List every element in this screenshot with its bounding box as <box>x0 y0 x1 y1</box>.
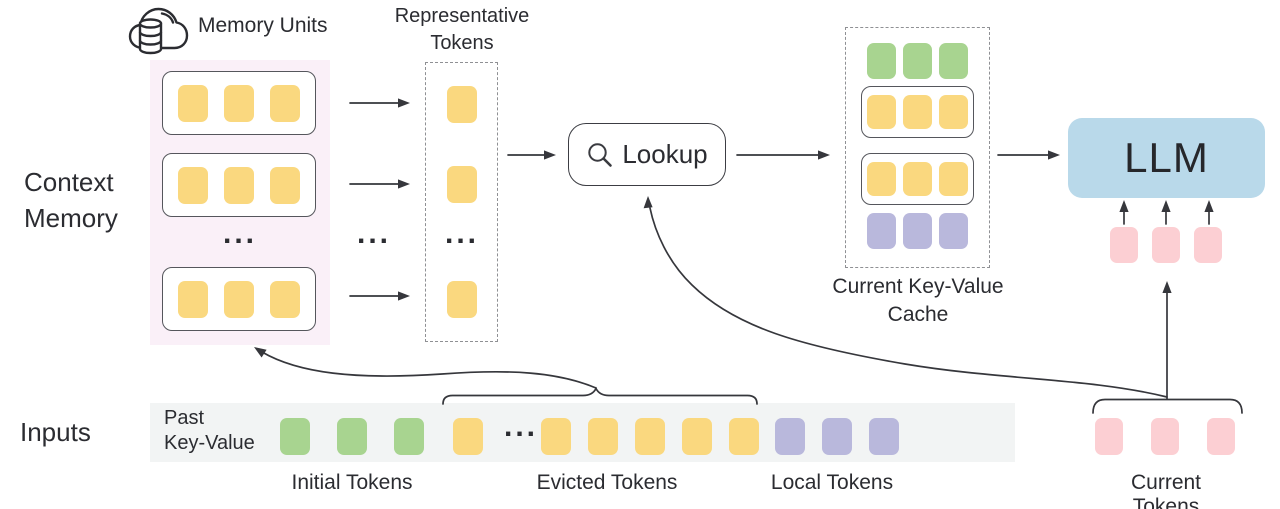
token-yellow <box>270 280 300 318</box>
token-green <box>337 418 367 455</box>
token-yellow <box>588 418 618 455</box>
search-icon <box>588 143 613 167</box>
cache-memory-unit <box>861 153 974 205</box>
token-yellow <box>682 418 712 455</box>
initial-tokens-group <box>280 418 424 455</box>
between-ellipsis: ... <box>356 217 392 250</box>
llm-label: LLM <box>1124 134 1209 181</box>
representative-tokens-label: Representative Tokens <box>394 5 530 54</box>
token-yellow <box>447 166 477 203</box>
memory-units-label: Memory Units <box>198 14 328 37</box>
memory-units-cloud-icon <box>128 7 189 55</box>
cache-purple-row <box>846 213 989 249</box>
llm-box: LLM <box>1068 118 1265 198</box>
token-pink <box>1194 227 1222 263</box>
inputs-label: Inputs <box>20 417 91 447</box>
token-purple <box>775 418 805 455</box>
token-green <box>867 43 896 79</box>
token-green <box>394 418 424 455</box>
token-yellow <box>224 166 254 204</box>
token-green <box>939 43 968 79</box>
cache-green-row <box>846 43 989 79</box>
current-kv-cache-label: Current Key-Value Cache <box>832 275 1004 326</box>
token-pink <box>1152 227 1180 263</box>
token-green <box>903 43 932 79</box>
token-yellow <box>939 162 968 196</box>
current-kv-cache-box <box>845 27 990 268</box>
token-pink <box>1151 418 1179 455</box>
representative-tokens-box <box>425 62 498 342</box>
token-pink <box>1110 227 1138 263</box>
token-purple <box>867 213 896 249</box>
token-pink <box>1207 418 1235 455</box>
token-yellow <box>178 280 208 318</box>
token-purple <box>869 418 899 455</box>
token-yellow <box>903 162 932 196</box>
current-tokens-caption: Current Tokens <box>1130 471 1202 509</box>
evicted-tokens-caption: Evicted Tokens <box>536 471 678 494</box>
lookup-label: Lookup <box>622 139 708 169</box>
context-memory-label: Context Memory <box>24 167 118 233</box>
token-purple <box>939 213 968 249</box>
context-memory-box <box>150 60 330 345</box>
strip-ellipsis: ... <box>503 410 539 443</box>
token-purple <box>903 213 932 249</box>
token-yellow <box>635 418 665 455</box>
memory-ellipsis: ... <box>222 217 258 250</box>
token-yellow <box>867 95 896 129</box>
token-yellow <box>541 418 571 455</box>
representative-token <box>447 166 477 203</box>
token-yellow <box>270 84 300 122</box>
cache-memory-unit <box>861 86 974 138</box>
representative-token <box>447 86 477 123</box>
local-tokens-group <box>775 418 899 455</box>
token-yellow <box>224 84 254 122</box>
memory-unit-row <box>162 71 316 135</box>
past-key-value-label: Past Key-Value <box>164 407 255 454</box>
token-yellow <box>447 86 477 123</box>
evicted-tokens-group <box>541 418 759 455</box>
initial-tokens-caption: Initial Tokens <box>291 471 413 494</box>
token-green <box>280 418 310 455</box>
token-pink <box>1095 418 1123 455</box>
memory-unit-row <box>162 153 316 217</box>
memory-unit-row <box>162 267 316 331</box>
token-yellow <box>447 281 477 318</box>
token-yellow <box>903 95 932 129</box>
token-yellow <box>939 95 968 129</box>
representative-token <box>447 281 477 318</box>
lookup-box: Lookup <box>568 123 726 186</box>
token-yellow <box>867 162 896 196</box>
token-yellow <box>178 84 208 122</box>
current-tokens-bracket <box>1092 398 1243 414</box>
token-yellow <box>453 418 483 455</box>
token-yellow <box>270 166 300 204</box>
local-tokens-caption: Local Tokens <box>770 471 894 494</box>
token-yellow <box>729 418 759 455</box>
llm-input-tokens <box>1110 227 1222 263</box>
evicted-tokens-brace <box>442 386 758 405</box>
current-tokens-group <box>1095 418 1235 455</box>
token-yellow <box>224 280 254 318</box>
token-yellow <box>178 166 208 204</box>
token-purple <box>822 418 852 455</box>
representative-ellipsis: ... <box>444 217 480 250</box>
evicted-token-first <box>453 418 483 455</box>
